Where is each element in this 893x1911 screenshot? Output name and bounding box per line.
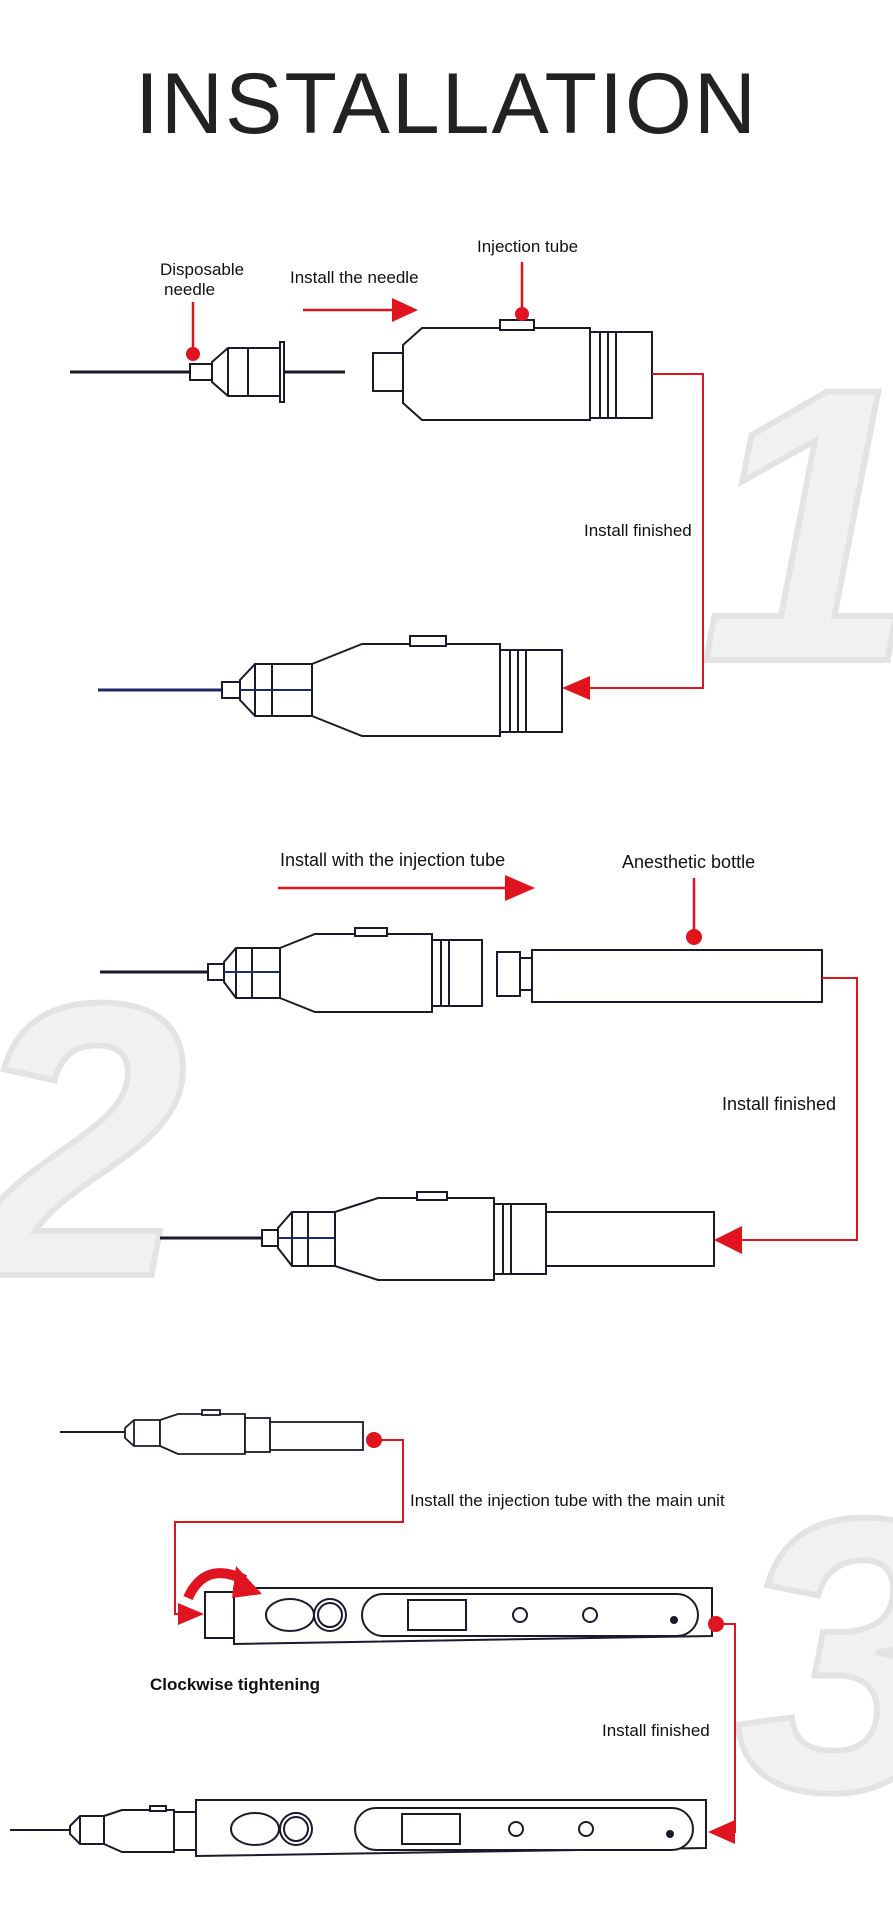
tube-connect-point [366, 1432, 382, 1448]
page-title: INSTALLATION [135, 56, 758, 152]
assembled-needle-tube [98, 635, 563, 737]
arrow-install-needle [303, 298, 418, 322]
connector-step2-finished [742, 977, 858, 1241]
label-clockwise-tightening: Clockwise tightening [150, 1675, 320, 1694]
label-install-finished-1: Install finished [584, 521, 692, 540]
unit-connect-point [708, 1616, 724, 1632]
step-1: Disposable needle Install the needle Inj… [70, 237, 704, 737]
step-number-1-watermark: 1 [700, 307, 893, 743]
bottle-pointer [686, 878, 702, 945]
small-assembled-tube [60, 1409, 364, 1455]
label-anesthetic-bottle: Anesthetic bottle [622, 852, 755, 872]
assembled-needle-tube-bottle [160, 1191, 715, 1281]
label-install-with-injection-tube: Install with the injection tube [280, 850, 505, 870]
step-number-3-watermark: 3 [735, 1437, 893, 1873]
label-install-the-needle: Install the needle [290, 268, 419, 287]
label-disposable-needle-line2: needle [164, 280, 215, 299]
needle-tube-assembly [100, 927, 483, 1013]
arrow-step1-finished [562, 676, 590, 700]
label-injection-tube: Injection tube [477, 237, 578, 256]
arrow-step2-finished [714, 1226, 742, 1254]
label-install-finished-2: Install finished [722, 1094, 836, 1114]
arrow-to-main-unit [178, 1603, 204, 1625]
label-disposable-needle-line1: Disposable [160, 260, 244, 279]
connector-step3-finished [716, 1623, 736, 1833]
clockwise-rotation-icon [183, 1566, 262, 1601]
needle-pointer [186, 302, 200, 361]
arrow-step3-finished [708, 1820, 735, 1844]
step-2: Install with the injection tube [100, 850, 858, 1281]
tube-pointer [515, 262, 529, 321]
anesthetic-bottle [496, 949, 823, 1003]
arrow-install-with-tube [278, 875, 535, 901]
disposable-needle [70, 341, 345, 403]
main-unit [204, 1587, 713, 1646]
injection-tube [372, 319, 653, 421]
step-3: Install the injection tube with the main… [10, 1409, 736, 1858]
final-assembled-unit [10, 1799, 707, 1858]
step-number-2-watermark: 2 [0, 922, 187, 1358]
label-install-tube-with-main-unit: Install the injection tube with the main… [410, 1491, 725, 1510]
connector-step1-finished [590, 373, 704, 689]
label-install-finished-3: Install finished [602, 1721, 710, 1740]
